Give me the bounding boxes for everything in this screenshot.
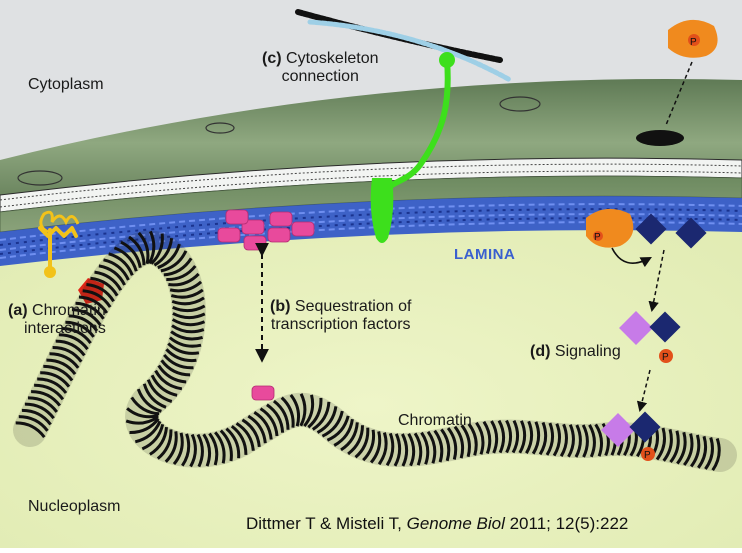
signaling-complex-2	[601, 411, 661, 461]
signaling-complex-1	[619, 311, 681, 363]
annotation-a: (a) Chromatin interactions	[8, 302, 106, 338]
lamina-meshwork	[0, 196, 742, 266]
nucleoplasm-label: Nucleoplasm	[28, 498, 121, 515]
citation: Dittmer T & Misteli T, Genome Biol 2011;…	[246, 514, 628, 534]
cytoplasm-label: Cytoplasm	[28, 76, 104, 93]
annotation-c-line2: connection	[281, 68, 359, 85]
phospho-label-complex-2: P	[644, 450, 651, 461]
phospho-label-kinase-lamina: P	[594, 232, 601, 243]
annotation-a-line1: Chromatin	[32, 302, 106, 319]
phospho-label-complex-1: P	[662, 352, 669, 363]
open-nuclear-pore	[636, 130, 684, 146]
cytoskeleton-filaments	[295, 9, 513, 83]
annotation-c: (c) Cytoskeleton connection	[262, 50, 379, 86]
annotation-c-line1: Cytoskeleton	[286, 50, 379, 67]
nuclear-pore-rings	[17, 96, 541, 186]
chromatin-coils	[15, 230, 721, 472]
citation-details: 2011; 12(5):222	[504, 514, 629, 533]
annotation-d-tag: (d)	[530, 343, 551, 360]
annotation-b-line2: transcription factors	[270, 316, 411, 333]
phospho-label-kinase-top: P	[690, 37, 697, 48]
citation-authors: Dittmer T & Misteli T,	[246, 514, 407, 533]
phosphorylation-arrow	[611, 247, 652, 268]
citation-journal: Genome Biol	[406, 514, 505, 533]
annotation-d-text: Signaling	[554, 343, 621, 360]
chromatin-label: Chromatin	[398, 412, 472, 429]
annotation-d: (d) Signaling	[530, 343, 621, 361]
annotation-b-tag: (b)	[270, 298, 291, 315]
lamina-label: LAMINA	[454, 246, 516, 263]
annotation-a-line2: interactions	[24, 320, 106, 337]
outer-nuclear-membrane	[0, 79, 742, 195]
chromatin-coil-loops	[15, 230, 721, 472]
signal-arrow-1	[648, 249, 665, 313]
annotation-c-tag: (c)	[262, 50, 282, 67]
cytoplasmic-kinase	[668, 19, 718, 58]
annotation-b-line1: Sequestration of	[294, 298, 412, 315]
lamina-kinase	[586, 208, 634, 248]
linc-complex-protein	[370, 52, 455, 243]
free-transcription-factor	[251, 385, 275, 401]
kinase-import-arrow	[665, 61, 693, 126]
annotation-b: (b) Sequestration of transcription facto…	[270, 298, 411, 334]
annotation-a-tag: (a)	[8, 302, 28, 319]
membrane-protein-yellow	[38, 210, 80, 278]
